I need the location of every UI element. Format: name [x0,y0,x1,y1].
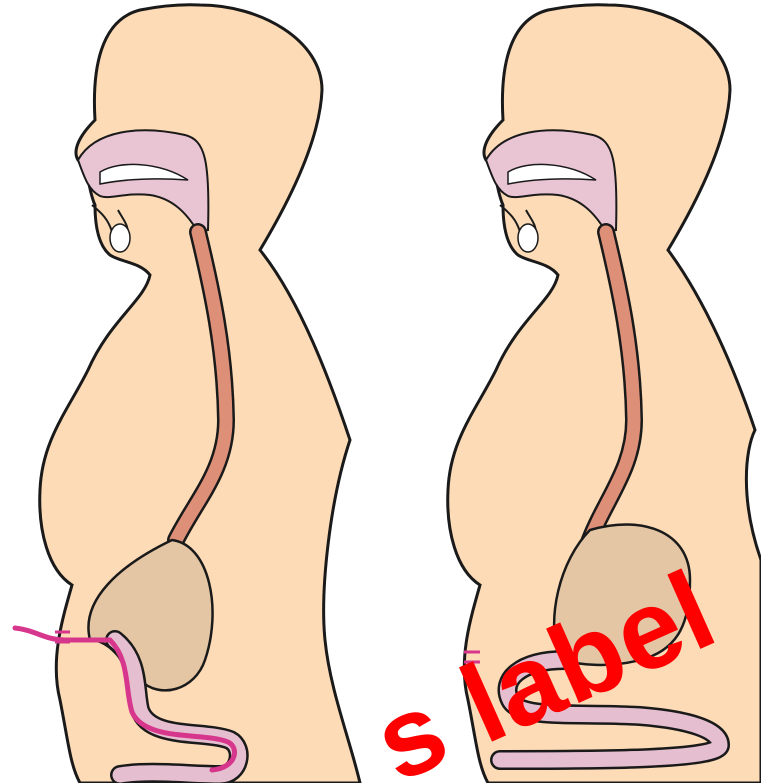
left-hyoid [110,224,130,252]
left-figure [15,5,360,783]
right-hyoid [518,224,538,252]
